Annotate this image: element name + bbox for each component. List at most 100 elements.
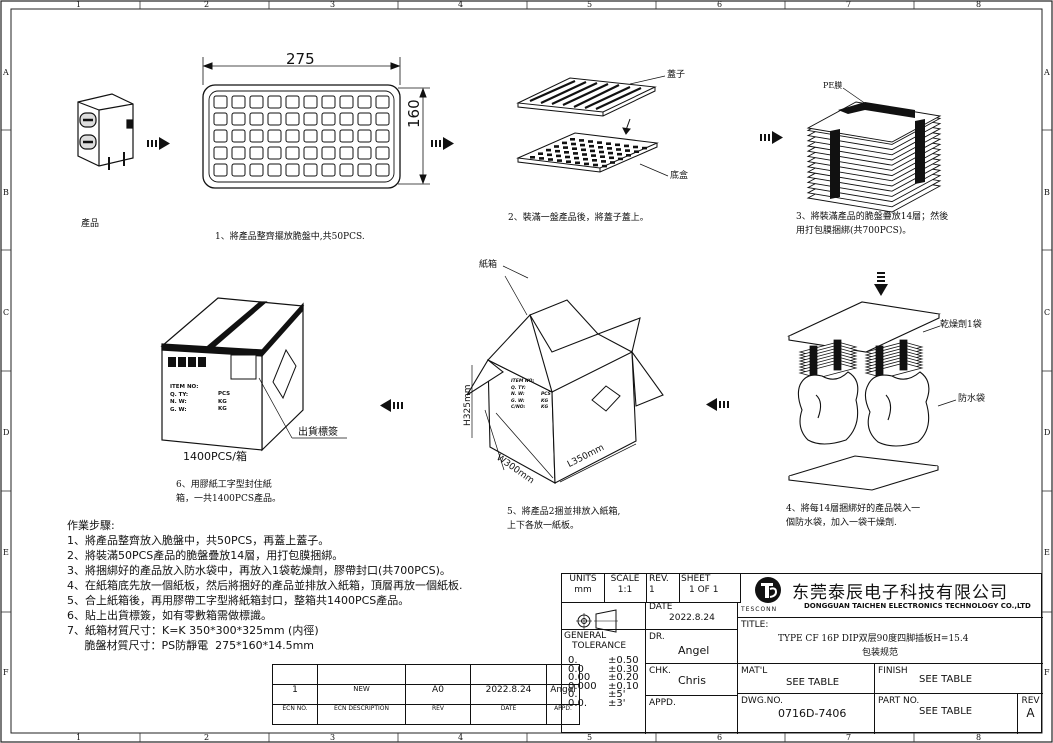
base-cell bbox=[546, 148, 551, 152]
tray-width-dimension: 275 bbox=[286, 50, 315, 68]
base-cell bbox=[626, 154, 631, 157]
label-pe-film: PE膜 bbox=[823, 81, 843, 90]
tray-cell bbox=[213, 112, 228, 126]
stack-straps bbox=[830, 102, 925, 199]
title-line-2: 包装规范 bbox=[862, 648, 899, 658]
tray-cell bbox=[285, 163, 300, 177]
units-label: UNITS bbox=[569, 574, 597, 584]
zone-row-e: E bbox=[3, 548, 9, 557]
rev-row-appd: Angel bbox=[546, 684, 580, 705]
caption-step-4-line-1: 4、將每14層捆綁好的產品裝入一 bbox=[786, 504, 921, 514]
caption-step-6-line-2: 箱，一共1400PCS產品。 bbox=[176, 494, 282, 504]
open-carton bbox=[466, 275, 664, 484]
rev2-label: REV bbox=[1021, 696, 1040, 706]
dwg-label: DWG.NO. bbox=[741, 696, 783, 706]
zone-col-4: 4 bbox=[458, 0, 464, 9]
base-cell bbox=[547, 153, 552, 157]
zone-row-c: C bbox=[3, 308, 10, 317]
company-logo bbox=[755, 577, 781, 603]
arrow-right-1 bbox=[147, 137, 170, 150]
carton-height-dim: H325mm bbox=[463, 384, 473, 426]
zone-col-2: 2 bbox=[204, 0, 210, 9]
chk-value: Chris bbox=[678, 674, 706, 687]
rev-header-desc: ECN DESCRIPTION bbox=[317, 704, 406, 725]
arrow-down bbox=[874, 272, 888, 296]
caption-product: 產品 bbox=[81, 219, 100, 229]
base-cell bbox=[580, 143, 585, 147]
tray-cell bbox=[375, 95, 390, 109]
tray-cell bbox=[231, 163, 246, 177]
base-cell bbox=[606, 142, 611, 145]
zone-col-3-bottom: 3 bbox=[330, 733, 336, 742]
notes-line-2: 2、將裝滿50PCS產品的脆盤疊放14層，用打包膜捆綁。 bbox=[67, 549, 344, 562]
tray-height-dimension: 160 bbox=[405, 99, 423, 128]
base-cell bbox=[548, 158, 553, 161]
bundle-strap bbox=[899, 339, 908, 371]
base-cell bbox=[584, 162, 589, 166]
zone-col-8-bottom: 8 bbox=[976, 733, 982, 742]
rev-row-date: 2022.8.24 bbox=[470, 684, 547, 705]
notes-line-8: 脆盤材質尺寸：PS防靜電 275*160*14.5mm bbox=[67, 639, 315, 652]
base-cell bbox=[593, 163, 598, 167]
caption-step-1: 1、將產品整齊擺放脆盤中,共50PCS. bbox=[215, 232, 365, 242]
base-cell bbox=[530, 156, 535, 159]
base-cell bbox=[554, 145, 559, 148]
tray-cell bbox=[213, 163, 228, 177]
finish-value: SEE TABLE bbox=[919, 674, 973, 685]
base-cell bbox=[566, 160, 571, 163]
sheet-value: 1 OF 1 bbox=[689, 585, 719, 595]
scale-value: 1:1 bbox=[617, 585, 633, 595]
base-cell bbox=[562, 141, 567, 145]
zone-col-7-bottom: 7 bbox=[846, 733, 852, 742]
base-cell bbox=[591, 154, 596, 157]
label-waterproof-bag: 防水袋 bbox=[958, 394, 986, 404]
rev-row-desc: NEW bbox=[317, 684, 406, 705]
base-cell bbox=[588, 140, 593, 143]
label-base: 底盒 bbox=[670, 171, 689, 181]
base-cell bbox=[597, 141, 602, 144]
notes-title: 作業步驟: bbox=[67, 519, 115, 532]
carton-side-label: ITEM NO:Q. TY:N. W:G. W:C/NO: bbox=[511, 379, 535, 410]
base-cell bbox=[565, 155, 570, 159]
base-cell bbox=[610, 161, 615, 164]
revision-table: 1 NEW A0 2022.8.24 Angel ECN NO. ECN DES… bbox=[272, 664, 580, 725]
tray-cell bbox=[267, 95, 282, 109]
base-cell bbox=[590, 149, 595, 153]
zone-row-c-right: C bbox=[1044, 308, 1051, 317]
tray-cell bbox=[249, 129, 264, 143]
tray-cell bbox=[267, 163, 282, 177]
label-lid: 蓋子 bbox=[667, 70, 686, 80]
dr-value: Angel bbox=[678, 644, 710, 657]
base-cell bbox=[575, 161, 580, 165]
arrow-right-2 bbox=[431, 137, 454, 150]
zone-col-4-bottom: 4 bbox=[458, 733, 464, 742]
caption-step-5-line-2: 上下各放一紙板。 bbox=[507, 521, 580, 531]
tray-cell bbox=[249, 163, 264, 177]
base-cell bbox=[557, 159, 562, 162]
zone-row-f: F bbox=[3, 668, 9, 677]
base-cell bbox=[616, 148, 621, 151]
zone-row-f-right: F bbox=[1044, 668, 1050, 677]
base-cell bbox=[624, 144, 629, 148]
tray-cell bbox=[231, 129, 246, 143]
base-cell bbox=[598, 146, 603, 149]
tray-cell bbox=[303, 146, 318, 160]
title-label: TITLE: bbox=[741, 620, 769, 630]
tray-cell bbox=[267, 112, 282, 126]
tray-cells bbox=[213, 95, 390, 177]
base-cell bbox=[600, 155, 605, 158]
waterproof-bags bbox=[797, 371, 930, 447]
base-cell bbox=[625, 149, 630, 152]
tray-cell bbox=[357, 163, 372, 177]
chk-label: CHK. bbox=[649, 666, 671, 676]
company-name-cn: 东莞泰辰电子科技有限公司 bbox=[792, 583, 1008, 603]
rev-label: REV. bbox=[649, 574, 669, 584]
tray-cell bbox=[375, 163, 390, 177]
base-cell bbox=[572, 147, 577, 150]
carton-quantity: 1400PCS/箱 bbox=[183, 450, 247, 463]
rev-value: 1 bbox=[649, 585, 655, 595]
base-cell bbox=[556, 154, 561, 158]
base-cell bbox=[555, 149, 560, 153]
